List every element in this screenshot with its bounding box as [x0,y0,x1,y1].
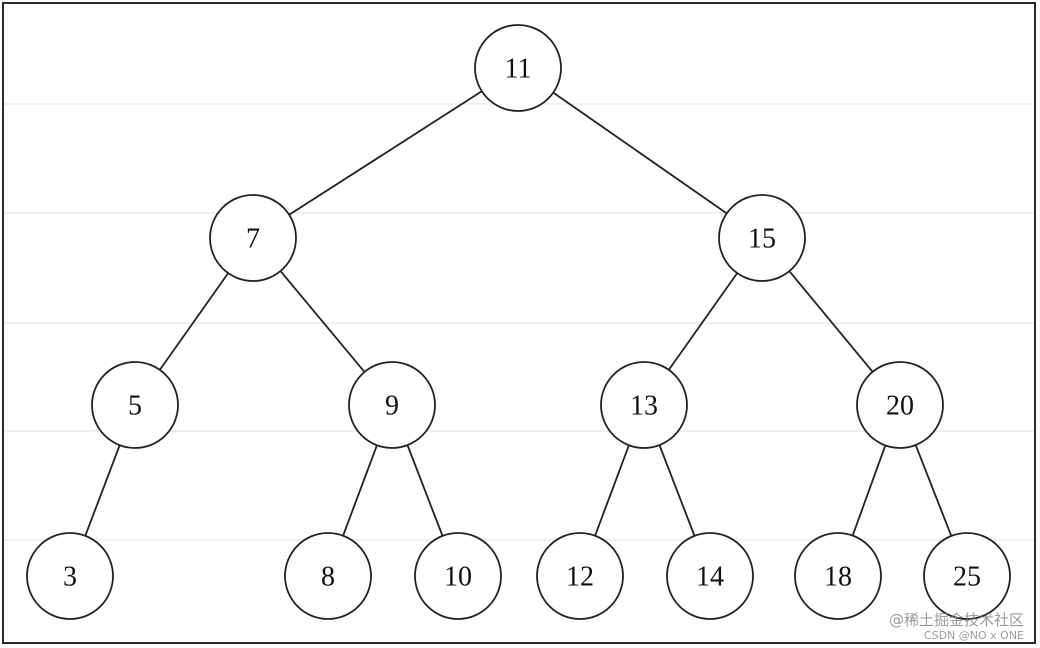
tree-node-15: 15 [718,194,806,282]
edge-n13-n12 [594,444,630,537]
edge-n5-n3 [84,444,121,537]
node-label: 3 [63,562,77,593]
tree-node-5: 5 [91,361,179,449]
node-label: 15 [748,224,776,255]
watermark-line-2: CSDN @NO x ONE [923,629,1024,642]
tree-node-3: 3 [26,532,114,620]
watermark-line-1: @稀土掘金技术社区 [888,611,1024,629]
tree-node-10: 10 [414,532,502,620]
edge-n13-n14 [658,444,696,537]
edge-n20-n25 [914,444,953,537]
tree-node-18: 18 [794,532,882,620]
node-circle [856,361,944,449]
tree-node-9: 9 [348,361,436,449]
edge-n11-n15 [552,91,728,215]
node-label: 9 [385,391,399,422]
node-label: 25 [953,562,981,593]
node-circle [536,532,624,620]
edge-n20-n18 [851,445,887,536]
edge-n9-n8 [342,444,378,537]
tree-nodes: 11 7 15 5 9 13 20 3 8 10 12 14 18 25 [26,24,1011,620]
node-circle [600,361,688,449]
node-label: 18 [824,562,852,593]
node-circle [284,532,372,620]
tree-node-13: 13 [600,361,688,449]
node-circle [474,24,562,112]
node-circle [91,361,179,449]
node-label: 13 [630,391,658,422]
node-circle [923,532,1011,620]
node-label: 5 [128,391,142,422]
node-label: 12 [566,562,594,593]
tree-node-20: 20 [856,361,944,449]
edge-n7-n5 [159,272,229,371]
edge-n9-n10 [406,444,444,537]
background-gridlines [4,103,1034,541]
tree-node-12: 12 [536,532,624,620]
node-label: 14 [696,562,724,593]
node-circle [666,532,754,620]
tree-node-25: 25 [923,532,1011,620]
node-label: 10 [444,562,472,593]
edge-n7-n9 [279,270,366,373]
edge-n15-n20 [788,270,874,373]
node-circle [718,194,806,282]
edge-n11-n7 [288,90,483,216]
node-circle [348,361,436,449]
tree-node-8: 8 [284,532,372,620]
node-label: 8 [321,562,335,593]
tree-node-14: 14 [666,532,754,620]
tree-node-7: 7 [209,194,297,282]
node-circle [794,532,882,620]
edge-n15-n13 [668,272,738,371]
tree-node-11: 11 [474,24,562,112]
node-label: 7 [246,224,260,255]
node-circle [209,194,297,282]
node-label: 20 [886,391,914,422]
tree-edges [84,90,953,537]
node-circle [26,532,114,620]
node-label: 11 [505,54,532,85]
node-circle [414,532,502,620]
